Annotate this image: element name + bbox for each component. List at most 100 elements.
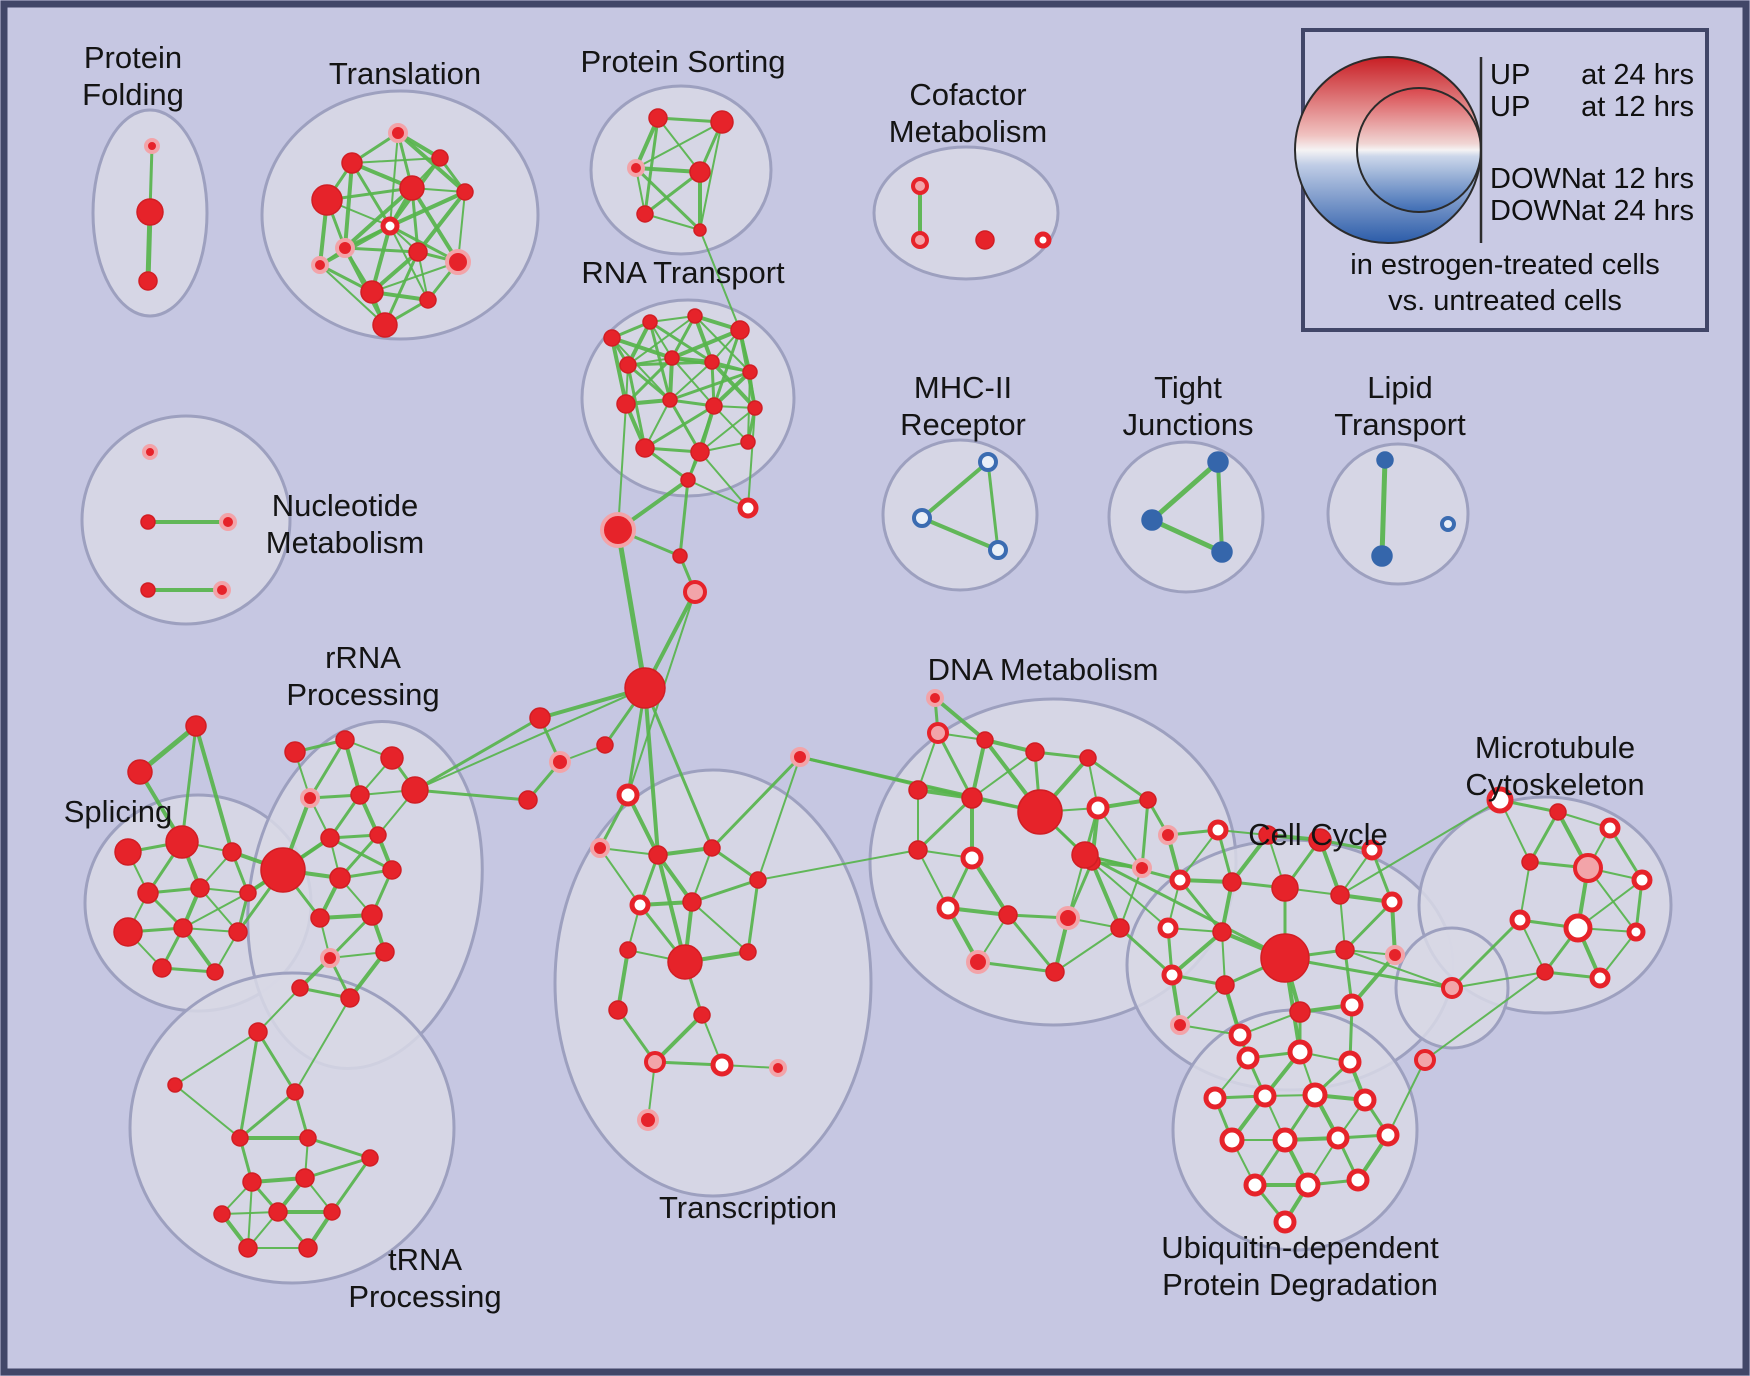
node-ubiquitin-7 xyxy=(1219,1127,1245,1153)
network-edge xyxy=(396,131,467,194)
node-dna-9 xyxy=(1139,791,1157,809)
node-protein_folding-1 xyxy=(136,198,164,226)
node-dna-1 xyxy=(927,722,949,744)
node-translation-7 xyxy=(335,238,355,258)
node-protein_sorting-3 xyxy=(689,161,711,183)
node-rrna-8 xyxy=(260,847,306,893)
node-connectors-5 xyxy=(624,667,666,709)
node-connectors-12 xyxy=(127,759,153,785)
legend-down-24-label: DOWN xyxy=(1490,195,1582,227)
node-rna_transport-4 xyxy=(619,356,637,374)
cluster-label-protein_folding: Folding xyxy=(82,77,184,112)
network-edge xyxy=(1379,457,1388,559)
network-edge xyxy=(668,370,752,402)
node-dna-6 xyxy=(961,787,983,809)
network-edge xyxy=(757,849,919,881)
node-cell_cycle-17 xyxy=(1289,1001,1311,1023)
node-ubiquitin-12 xyxy=(1295,1172,1321,1198)
network-edge xyxy=(1224,984,1249,1059)
node-nucleotide-3 xyxy=(140,582,156,598)
node-cell_cycle-7 xyxy=(1271,874,1299,902)
node-nucleotide-0 xyxy=(142,444,158,460)
node-transcription-8 xyxy=(667,944,703,980)
node-rrna-13 xyxy=(320,948,340,968)
node-layer xyxy=(113,108,1653,1258)
network-edge xyxy=(1344,949,1453,989)
node-dna-13 xyxy=(1132,858,1152,878)
cluster-ellipse-tight_junctions xyxy=(1107,440,1265,594)
network-edge xyxy=(670,314,697,360)
node-protein_sorting-5 xyxy=(693,223,707,237)
cluster-label-rrna: Processing xyxy=(286,677,439,712)
node-translation-6 xyxy=(380,216,400,236)
cluster-label-rna_transport: RNA Transport xyxy=(581,255,785,290)
network-edge xyxy=(1230,833,1270,884)
node-translation-1 xyxy=(341,152,363,174)
network-edge xyxy=(343,246,420,254)
network-edge xyxy=(615,527,648,691)
node-rna_transport-3 xyxy=(730,320,750,340)
node-cell_cycle-0 xyxy=(1158,825,1178,845)
legend-up-24-time: at 24 hrs xyxy=(1581,59,1694,91)
cluster-label-transcription: Transcription xyxy=(659,1190,837,1225)
node-transcription-1 xyxy=(590,838,610,858)
network-edge xyxy=(1097,807,1143,869)
node-ubiquitin-2 xyxy=(1338,1050,1362,1074)
node-microtubule-2 xyxy=(1599,817,1621,839)
node-nucleotide-1 xyxy=(140,514,156,530)
node-cell_cycle-1 xyxy=(1207,819,1229,841)
network-edge xyxy=(1216,460,1224,554)
cluster-label-trna: Processing xyxy=(348,1279,501,1314)
node-rrna-3 xyxy=(300,788,320,808)
network-edge xyxy=(693,314,714,364)
node-cell_cycle-15 xyxy=(1161,964,1183,986)
cluster-label-protein_folding: Protein xyxy=(84,40,182,75)
node-connectors-3 xyxy=(672,548,688,564)
node-dna-18 xyxy=(966,950,990,974)
network-edge xyxy=(389,225,429,301)
network-edge xyxy=(699,407,756,453)
network-edge xyxy=(710,755,802,850)
network-edge xyxy=(413,788,530,802)
legend-down-24-time: at 24 hrs xyxy=(1581,195,1694,227)
node-transcription-6 xyxy=(682,892,702,912)
network-edge xyxy=(319,264,386,326)
network-edge xyxy=(648,320,672,402)
cluster-label-dna: DNA Metabolism xyxy=(928,652,1159,687)
node-rna_transport-11 xyxy=(747,400,763,416)
node-splicing-4 xyxy=(190,878,210,898)
network-edge xyxy=(644,213,701,231)
node-rna_transport-14 xyxy=(740,434,756,450)
network-edge xyxy=(669,361,713,401)
network-edge xyxy=(1179,984,1226,1026)
node-trna-1 xyxy=(286,1083,304,1101)
node-connectors-6 xyxy=(529,707,551,729)
node-dna-10 xyxy=(908,840,928,860)
network-edge xyxy=(308,738,347,800)
node-rrna-0 xyxy=(284,741,306,763)
network-edge xyxy=(238,1090,297,1140)
network-edge xyxy=(634,166,702,232)
legend-down-12-label: DOWN xyxy=(1490,163,1582,195)
cluster-label-trna: tRNA xyxy=(388,1242,462,1277)
cluster-ellipse-mhc xyxy=(881,438,1039,592)
network-edge xyxy=(971,751,1036,799)
network-edge xyxy=(383,250,420,327)
network-edge xyxy=(699,229,741,331)
node-spindle-0 xyxy=(1441,977,1463,999)
network-edge xyxy=(414,687,646,791)
network-edge xyxy=(1450,918,1522,990)
node-rrna-2 xyxy=(380,746,404,770)
node-transcription-9 xyxy=(739,943,757,961)
node-transcription-15 xyxy=(637,1109,659,1131)
cluster-label-ubiquitin: Ubiquitin-dependent xyxy=(1161,1230,1439,1265)
cluster-label-ubiquitin: Protein Degradation xyxy=(1162,1267,1438,1302)
node-cell_cycle-9 xyxy=(1381,891,1403,913)
node-cofactor-3 xyxy=(1034,231,1052,249)
node-dna-14 xyxy=(936,896,960,920)
node-microtubule-6 xyxy=(1509,909,1531,931)
network-edge xyxy=(757,756,801,881)
node-microtubule-3 xyxy=(1521,853,1539,871)
node-splicing-3 xyxy=(137,882,159,904)
